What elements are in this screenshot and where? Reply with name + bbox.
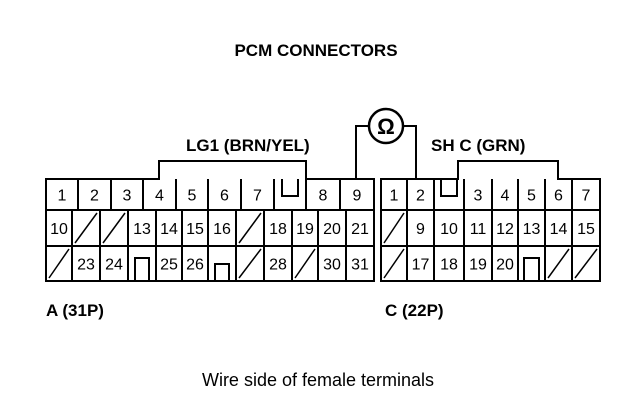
unused-terminal-slash (238, 248, 262, 279)
unused-terminal-slash (383, 248, 405, 279)
connector-c-terminal-3: 3 (474, 188, 483, 205)
connector-a-terminal-14: 14 (160, 221, 178, 238)
ohmmeter-icon: Ω (367, 107, 405, 145)
unused-terminal-slash (102, 212, 126, 244)
connector-a-terminal-15: 15 (186, 221, 204, 238)
connector-c-terminal-19: 19 (469, 257, 487, 274)
probe-right-label: SH C (GRN) (431, 136, 525, 155)
unused-terminal-slash (294, 248, 316, 279)
connector-c-terminal-20: 20 (496, 257, 514, 274)
unused-terminal-slash (383, 212, 405, 244)
connector-a-terminal-13: 13 (133, 221, 151, 238)
unused-terminal-slash (547, 248, 570, 279)
connector-a-terminal-28: 28 (269, 257, 287, 274)
probe-left-label: LG1 (BRN/YEL) (186, 136, 310, 155)
connector-c-terminal-15: 15 (577, 221, 595, 238)
unused-terminal-slash (574, 248, 598, 279)
connector-c-terminal-1: 1 (390, 188, 399, 205)
connector-c-terminal-6: 6 (554, 188, 563, 205)
connector-c-terminal-14: 14 (550, 221, 568, 238)
connector-c-terminal-17: 17 (412, 257, 430, 274)
connector-c-terminal-18: 18 (440, 257, 458, 274)
connector-a-terminal-24: 24 (105, 257, 123, 274)
unused-terminal-slash (48, 248, 70, 279)
connector-a-terminal-9: 9 (353, 188, 362, 205)
connector-a-terminal-8: 8 (319, 188, 328, 205)
connector-a-terminal-30: 30 (323, 257, 341, 274)
connector-a-terminal-19: 19 (296, 221, 314, 238)
connector-c-terminal-9: 9 (416, 221, 425, 238)
connector-a-terminal-10: 10 (50, 221, 68, 238)
connector-c-terminal-12: 12 (496, 221, 514, 238)
connector-c (380, 160, 601, 282)
ohmmeter-symbol: Ω (377, 114, 395, 139)
connector-a-label: A (31P) (46, 301, 104, 320)
diagram-title: PCM CONNECTORS (234, 41, 397, 60)
probe-lead-right (403, 125, 417, 180)
connector-a-terminal-1: 1 (58, 188, 67, 205)
connector-a-terminal-18: 18 (269, 221, 287, 238)
connector-a-terminal-5: 5 (188, 188, 197, 205)
connector-a-terminal-16: 16 (213, 221, 231, 238)
connector-a-terminal-3: 3 (123, 188, 132, 205)
connector-c-housing (380, 160, 601, 282)
connector-a-terminal-21: 21 (351, 221, 369, 238)
connector-c-label: C (22P) (385, 301, 444, 320)
connector-a (45, 160, 375, 282)
connector-c-terminal-7: 7 (582, 188, 591, 205)
connector-a-terminal-31: 31 (351, 257, 369, 274)
diagram-caption: Wire side of female terminals (202, 370, 434, 390)
connector-c-terminal-5: 5 (527, 188, 536, 205)
connector-c-terminal-11: 11 (470, 221, 487, 238)
connector-c-terminal-13: 13 (523, 221, 541, 238)
probe-lead-left (355, 125, 369, 180)
unused-terminal-slash (74, 212, 98, 244)
unused-terminal-slash (238, 212, 262, 244)
connector-a-terminal-2: 2 (90, 188, 99, 205)
connector-a-terminal-7: 7 (253, 188, 262, 205)
connector-a-terminal-6: 6 (220, 188, 229, 205)
connector-c-terminal-10: 10 (440, 221, 458, 238)
connector-a-terminal-4: 4 (155, 188, 164, 205)
connector-a-terminal-20: 20 (323, 221, 341, 238)
connector-a-terminal-25: 25 (160, 257, 178, 274)
connector-c-terminal-4: 4 (501, 188, 510, 205)
connector-a-terminal-23: 23 (77, 257, 95, 274)
connector-c-terminal-2: 2 (416, 188, 425, 205)
connector-a-terminal-26: 26 (186, 257, 204, 274)
